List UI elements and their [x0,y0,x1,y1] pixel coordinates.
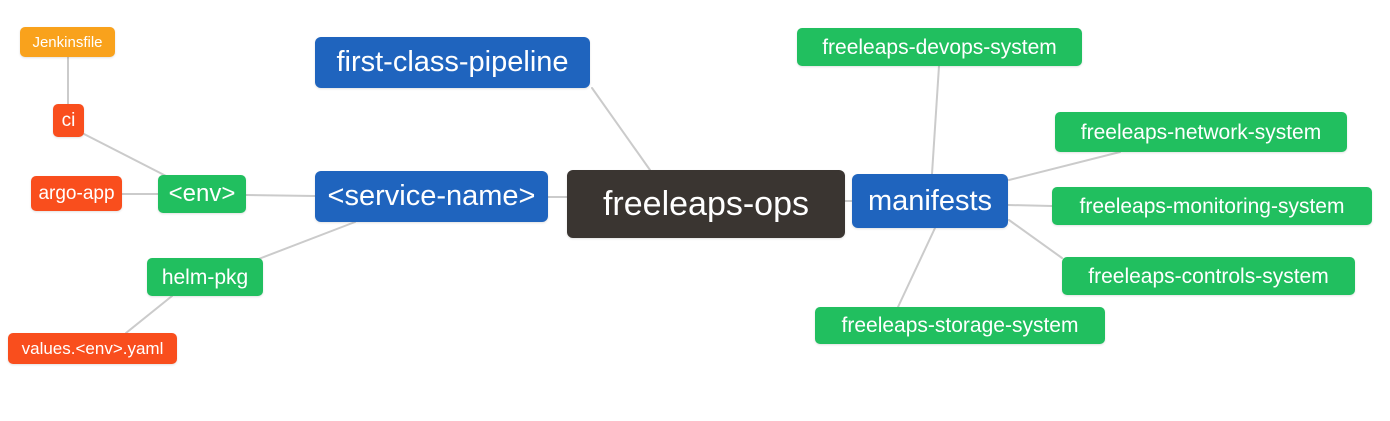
edge-manifests-controls [1008,219,1063,259]
node-env[interactable]: <env> [158,175,246,213]
node-ci[interactable]: ci [53,104,84,137]
node-values-env-yaml[interactable]: values.<env>.yaml [8,333,177,364]
edge-helm-pkg-values [125,295,173,334]
node-label: freeleaps-devops-system [822,35,1057,59]
edge-service-name-helm-pkg [255,221,356,261]
node-jenkinsfile[interactable]: Jenkinsfile [20,27,115,57]
edge-manifests-devops [931,65,940,175]
node-freeleaps-controls-system[interactable]: freeleaps-controls-system [1062,257,1355,295]
node-label: <env> [168,180,236,207]
node-label: freeleaps-network-system [1080,120,1322,144]
node-first-class-pipeline[interactable]: first-class-pipeline [315,37,590,88]
node-manifests[interactable]: manifests [852,174,1008,228]
node-label: argo-app [38,183,115,204]
node-freeleaps-monitoring-system[interactable]: freeleaps-monitoring-system [1052,187,1372,225]
node-helm-pkg[interactable]: helm-pkg [147,258,263,296]
node-label: freeleaps-ops [602,185,809,223]
node-label: first-class-pipeline [336,46,569,78]
node-label: <service-name> [327,180,536,212]
edge-ci-env [83,133,171,179]
node-freeleaps-network-system[interactable]: freeleaps-network-system [1055,112,1347,152]
edge-env-service-name [245,194,316,197]
node-label: values.<env>.yaml [21,339,164,358]
node-label: freeleaps-monitoring-system [1079,194,1345,218]
edge-manifests-network [1008,151,1121,181]
node-label: helm-pkg [161,265,249,289]
node-argo-app[interactable]: argo-app [31,176,122,211]
node-label: manifests [867,184,993,217]
node-label: Jenkinsfile [32,33,103,51]
edge-pipeline-root [591,87,651,171]
node-label: ci [61,110,76,131]
node-label: freeleaps-controls-system [1088,264,1329,288]
node-freeleaps-storage-system[interactable]: freeleaps-storage-system [815,307,1105,344]
edge-manifests-storage [897,227,936,308]
node-freeleaps-ops-root[interactable]: freeleaps-ops [567,170,845,238]
node-label: freeleaps-storage-system [841,314,1079,337]
node-freeleaps-devops-system[interactable]: freeleaps-devops-system [797,28,1082,66]
node-service-name[interactable]: <service-name> [315,171,548,222]
edge-manifests-monitoring [1007,204,1053,207]
